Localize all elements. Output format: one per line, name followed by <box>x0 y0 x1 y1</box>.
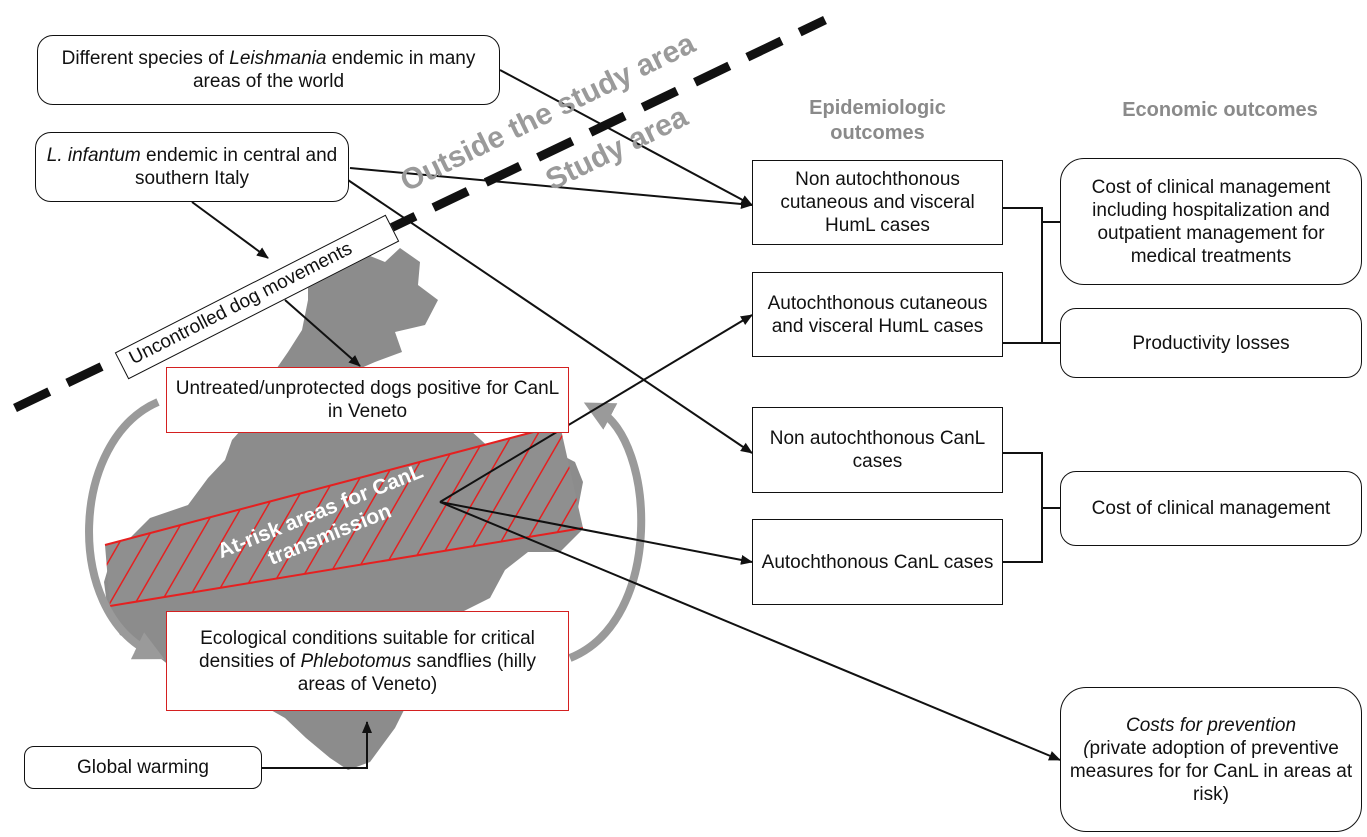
arrow-infantum-to-nonauto-canl <box>344 177 753 454</box>
infantum-endemic-box: L. infantum endemic in central and south… <box>35 132 349 202</box>
arrow-infantum-to-nonauto-huml <box>349 167 753 209</box>
arrow-risk-to-auto-canl <box>439 501 753 565</box>
species-endemic-box: Different species of Leishmania endemic … <box>37 35 500 105</box>
nonauto-canl-box: Non autochthonous CanL cases <box>752 407 1003 493</box>
ecological-conditions-box: Ecological conditions suitable for criti… <box>166 611 569 711</box>
economic-heading: Economic outcomes <box>1122 99 1318 121</box>
arrow-warming-to-ecological <box>262 721 372 769</box>
arrow-risk-to-auto-huml <box>439 314 753 503</box>
epidemiologic-heading: Epidemiologic outcomes <box>809 97 946 144</box>
arrow-species-to-nonauto-huml <box>499 69 753 206</box>
auto-canl-box: Autochthonous CanL cases <box>752 519 1003 605</box>
nonauto-huml-box: Non autochthonous cutaneous and visceral… <box>752 160 1003 245</box>
at-risk-band <box>105 425 583 606</box>
untreated-dogs-box: Untreated/unprotected dogs positive for … <box>166 367 569 433</box>
cycle-arrow-right <box>568 402 646 662</box>
global-warming-box: Global warming <box>24 746 262 789</box>
clinical-mgmt-hum-box: Cost of clinical management including ho… <box>1060 158 1362 285</box>
prevention-costs-box: Costs for prevention(private adoption of… <box>1060 687 1362 832</box>
cycle-arrow-left <box>85 398 165 660</box>
bracket-canl <box>1003 452 1043 563</box>
arrow-risk-to-prevention <box>439 501 1061 761</box>
arrow-dogmove-to-untreated <box>284 299 361 367</box>
clinical-mgmt-can-box: Cost of clinical management <box>1060 471 1362 546</box>
auto-huml-box: Autochthonous cutaneous and visceral Hum… <box>752 272 1003 357</box>
bracket-huml <box>1003 207 1043 344</box>
arrow-infantum-to-dogmove <box>191 201 269 259</box>
productivity-losses-box: Productivity losses <box>1060 308 1362 378</box>
